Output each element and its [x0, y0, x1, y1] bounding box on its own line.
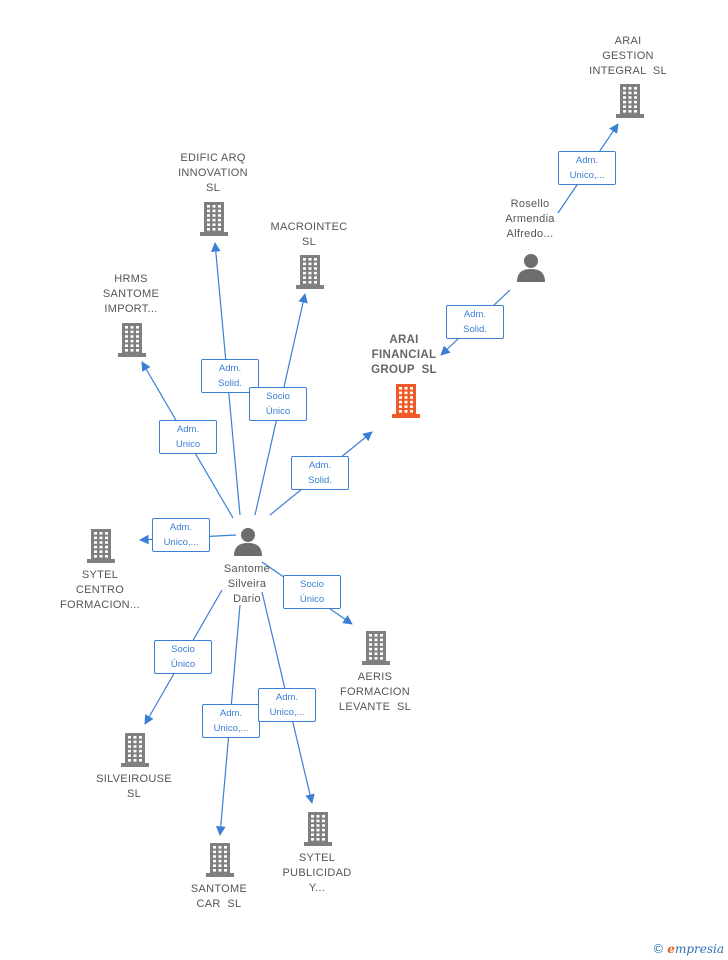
edge-label-line: Unico,...: [569, 170, 605, 181]
node-label-line: FORMACION...: [60, 599, 140, 611]
edge-label-arai_financial[interactable]: Adm. Solid.: [446, 305, 504, 339]
node-label-line: CENTRO: [75, 584, 125, 596]
edge-label-line: Unico,...: [269, 707, 305, 718]
node-label-macrointec[interactable]: MACROINTEC SL: [244, 220, 374, 250]
edge-label-line: Solid.: [308, 475, 332, 486]
brand-initial: e: [667, 942, 675, 956]
node-label-line: INNOVATION: [178, 167, 248, 179]
building-icon: [296, 255, 324, 289]
building-icon: [118, 323, 146, 357]
node-label-aeris[interactable]: AERIS FORMACION LEVANTE SL: [310, 670, 440, 715]
building-icon: [200, 202, 228, 236]
edge-label-line: Adm.: [463, 309, 487, 320]
node-label-line: ARAI: [614, 35, 642, 47]
edge-label-line: Adm.: [176, 424, 200, 435]
edge-label-sytel_publicidad[interactable]: Adm. Unico,...: [258, 688, 316, 722]
edge-label-line: Único: [170, 659, 196, 670]
edge-label-line: Único: [265, 406, 291, 417]
edge-label-santome_car[interactable]: Adm. Unico,...: [202, 704, 260, 738]
node-label-line: Dario: [233, 593, 261, 605]
node-label-line: SYTEL: [81, 569, 119, 581]
node-label-line: Armendia: [505, 213, 555, 225]
node-label-line: SL: [301, 236, 317, 248]
node-label-line: INTEGRAL SL: [589, 65, 667, 77]
edge-label-line: Adm.: [275, 692, 299, 703]
edge-label-line: Solid.: [218, 378, 242, 389]
building-icon: [392, 384, 420, 418]
node-label-arai_financial[interactable]: ARAI FINANCIAL GROUP SL: [339, 333, 469, 378]
node-label-line: GESTION: [602, 50, 654, 62]
edge-label-sytel_centro[interactable]: Adm. Unico,...: [152, 518, 210, 552]
edge-label-line: Adm.: [219, 708, 243, 719]
node-label-line: LEVANTE SL: [338, 701, 412, 713]
node-label-line: MACROINTEC: [270, 221, 348, 233]
node-label-line: SYTEL: [298, 852, 336, 864]
edge-label-arai_gestion[interactable]: Adm. Unico,...: [558, 151, 616, 185]
edge-label-arai_financial[interactable]: Adm. Solid.: [291, 456, 349, 490]
node-label-line: Y...: [308, 882, 326, 894]
person-icon: [517, 254, 545, 282]
node-label-line: HRMS: [114, 273, 148, 285]
node-label-sytel_publicidad[interactable]: SYTEL PUBLICIDAD Y...: [252, 851, 382, 896]
node-label-line: Alfredo...: [506, 228, 554, 240]
node-label-line: FORMACION: [340, 686, 410, 698]
edge-label-line: Adm.: [308, 460, 332, 471]
node-label-hrms[interactable]: HRMS SANTOME IMPORT...: [66, 272, 196, 317]
node-label-line: Rosello: [510, 198, 550, 210]
edge-label-line: Unico,...: [213, 723, 249, 734]
copyright-symbol: ©: [652, 942, 665, 956]
node-label-edific[interactable]: EDIFIC ARQ INNOVATION SL: [148, 151, 278, 196]
edge-label-line: Único: [299, 594, 325, 605]
node-label-line: SANTOME: [190, 883, 248, 895]
node-label-silveirouse[interactable]: SILVEIROUSE SL: [69, 772, 199, 802]
node-label-line: EDIFIC ARQ: [180, 152, 246, 164]
node-label-line: ARAI: [389, 334, 419, 346]
node-label-line: PUBLICIDAD: [282, 867, 352, 879]
edge-label-hrms[interactable]: Adm. Unico: [159, 420, 217, 454]
edge-label-line: Socio: [300, 579, 324, 590]
edge-label-line: Adm.: [169, 522, 193, 533]
brand-name: mpresia: [674, 942, 724, 956]
edge-label-line: Unico,...: [163, 537, 199, 548]
building-icon: [87, 529, 115, 563]
node-label-line: IMPORT...: [104, 303, 158, 315]
building-icon: [304, 812, 332, 846]
building-icon: [206, 843, 234, 877]
edge-label-line: Adm.: [575, 155, 599, 166]
edge-label-line: Solid.: [463, 324, 487, 335]
edge-label-line: Socio: [266, 391, 290, 402]
node-label-line: CAR SL: [196, 898, 242, 910]
building-icon: [362, 631, 390, 665]
edge-label-line: Unico: [175, 439, 201, 450]
edge-label-line: Socio: [171, 644, 195, 655]
person-icon: [234, 528, 262, 556]
node-label-line: SL: [205, 182, 221, 194]
node-label-santome_car[interactable]: SANTOME CAR SL: [154, 882, 284, 912]
node-label-line: FINANCIAL: [371, 349, 437, 361]
node-label-line: SILVEIROUSE: [96, 773, 172, 785]
node-label-line: AERIS: [357, 671, 393, 683]
brand-logo: ©empresia: [652, 942, 724, 956]
building-icon: [121, 733, 149, 767]
node-label-line: Santome: [223, 563, 271, 575]
node-label-line: Silveira: [227, 578, 267, 590]
node-label-line: GROUP SL: [371, 364, 437, 376]
node-label-sytel_centro[interactable]: SYTEL CENTRO FORMACION...: [35, 568, 165, 613]
edge-label-line: Adm.: [218, 363, 242, 374]
node-label-line: SL: [126, 788, 142, 800]
node-label-arai_gestion[interactable]: ARAI GESTION INTEGRAL SL: [563, 34, 693, 79]
node-label-line: SANTOME: [102, 288, 160, 300]
building-icon: [616, 84, 644, 118]
